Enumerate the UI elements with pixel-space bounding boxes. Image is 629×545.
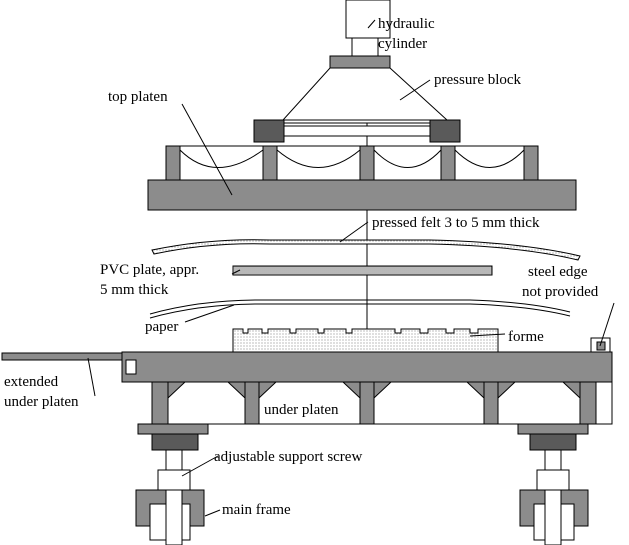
label-main-frame: main frame: [222, 502, 291, 518]
label-support-screw: adjustable support screw: [214, 449, 362, 465]
label-pvc-plate-1: PVC plate, appr.: [100, 262, 199, 278]
leader-lines: [87, 19, 615, 517]
label-extended-2: under platen: [4, 394, 79, 410]
extended-under-platen: [1, 351, 141, 361]
hydraulic-cylinder: [329, 0, 391, 69]
label-hydraulic-2: cylinder: [378, 36, 427, 52]
forme: [232, 328, 499, 353]
label-top-platen: top platen: [108, 89, 168, 105]
paper-sheet: [149, 299, 571, 315]
label-pressure-block: pressure block: [434, 72, 522, 88]
label-forme: forme: [508, 329, 544, 345]
pressure-block: [253, 67, 461, 143]
label-hydraulic-1: hydraulic: [378, 16, 435, 32]
under-platen: [121, 351, 613, 425]
label-steel-edge-2: not provided: [522, 284, 599, 300]
top-platen: [147, 145, 577, 211]
pvc-plate: [232, 265, 493, 276]
label-paper: paper: [145, 319, 178, 335]
label-under-platen: under platen: [264, 402, 339, 418]
pressed-felt: [151, 239, 581, 261]
support-left: [135, 423, 209, 545]
label-steel-edge-1: steel edge: [528, 264, 588, 280]
support-right: [517, 423, 589, 545]
label-pvc-plate-2: 5 mm thick: [100, 282, 169, 298]
label-extended-1: extended: [4, 374, 59, 390]
label-pressed-felt: pressed felt 3 to 5 mm thick: [372, 215, 540, 231]
